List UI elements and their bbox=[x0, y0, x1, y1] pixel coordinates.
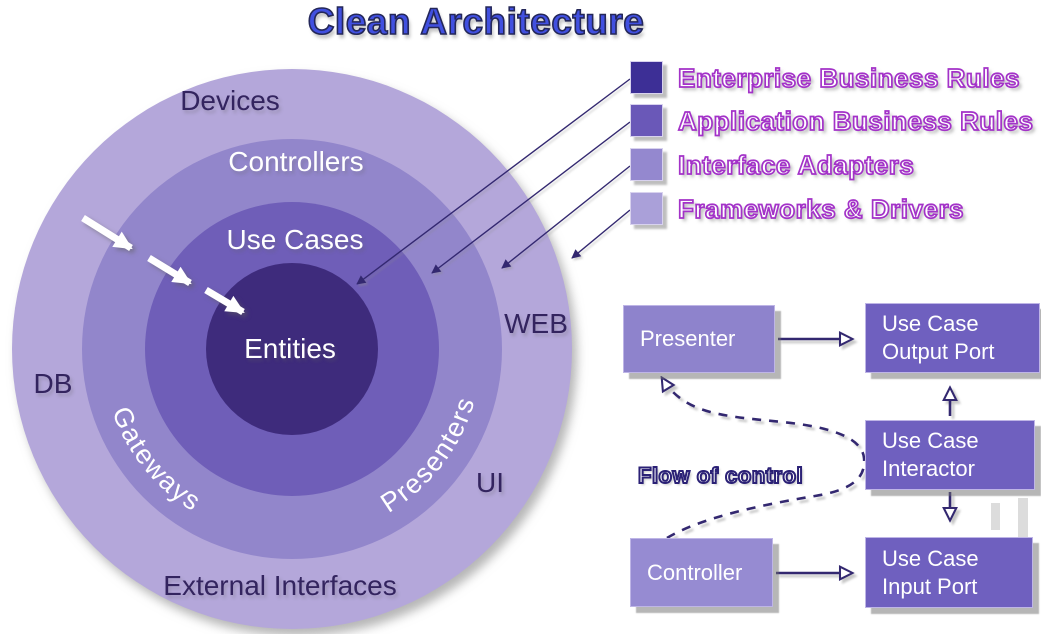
legend-swatch-adapters bbox=[630, 148, 663, 181]
flow-of-control-dashed-arrow bbox=[662, 378, 866, 540]
page-title: Clean Architecture bbox=[307, 0, 645, 43]
box-presenter: Presenter bbox=[623, 305, 775, 373]
legend-label-adapters: Interface Adapters bbox=[677, 149, 915, 181]
box-presenter-label: Presenter bbox=[640, 326, 736, 351]
white-arrow-icon bbox=[147, 255, 192, 286]
annotation-external-interfaces: External Interfaces bbox=[163, 570, 397, 601]
annotation-ui: UI bbox=[476, 467, 504, 498]
flow-diagram-arrows bbox=[662, 339, 950, 573]
ring-enterprise-rules bbox=[206, 263, 378, 435]
legend-label-frameworks: Frameworks & Drivers bbox=[677, 193, 965, 225]
box-controller: Controller bbox=[630, 538, 773, 607]
render-artifact bbox=[991, 503, 1000, 530]
legend-swatch-enterprise bbox=[630, 61, 663, 94]
legend-label-enterprise: Enterprise Business Rules bbox=[677, 62, 1020, 94]
box-use-case-output-port: Use Case Output Port bbox=[865, 303, 1040, 373]
legend-label-application: Application Business Rules bbox=[677, 105, 1034, 137]
render-artifact bbox=[1018, 498, 1028, 537]
white-arrow-icon bbox=[204, 286, 245, 316]
legend-arrow-adapters bbox=[501, 165, 631, 269]
box-use-case-input-port: Use Case Input Port bbox=[865, 537, 1033, 608]
annotation-db: DB bbox=[33, 368, 73, 399]
ring-label-use-cases: Use Cases bbox=[226, 224, 364, 255]
legend-arrow-frameworks bbox=[571, 209, 631, 259]
ring-label-controllers: Controllers bbox=[228, 146, 364, 177]
ring-label-devices: Devices bbox=[180, 85, 280, 116]
annotation-web: WEB bbox=[504, 308, 568, 339]
box-input-port-label: Use Case Input Port bbox=[882, 545, 979, 599]
box-output-port-label: Use Case Output Port bbox=[882, 311, 995, 364]
legend-arrow-enterprise bbox=[356, 78, 631, 285]
box-use-case-interactor: Use Case Interactor bbox=[865, 420, 1035, 490]
ring-label-entities: Entities bbox=[244, 333, 336, 364]
white-arrow-icon bbox=[81, 215, 133, 251]
box-interactor-label: Use Case Interactor bbox=[882, 428, 979, 481]
inward-dependency-arrows bbox=[81, 215, 245, 316]
box-controller-label: Controller bbox=[647, 559, 743, 585]
legend-swatch-application bbox=[630, 104, 663, 137]
flow-of-control-label: Flow of control bbox=[637, 462, 804, 489]
legend-arrow-application bbox=[431, 121, 631, 274]
architecture-rings bbox=[12, 69, 572, 629]
legend-swatch-frameworks bbox=[630, 192, 663, 225]
legend-pointer-arrows bbox=[356, 78, 631, 285]
